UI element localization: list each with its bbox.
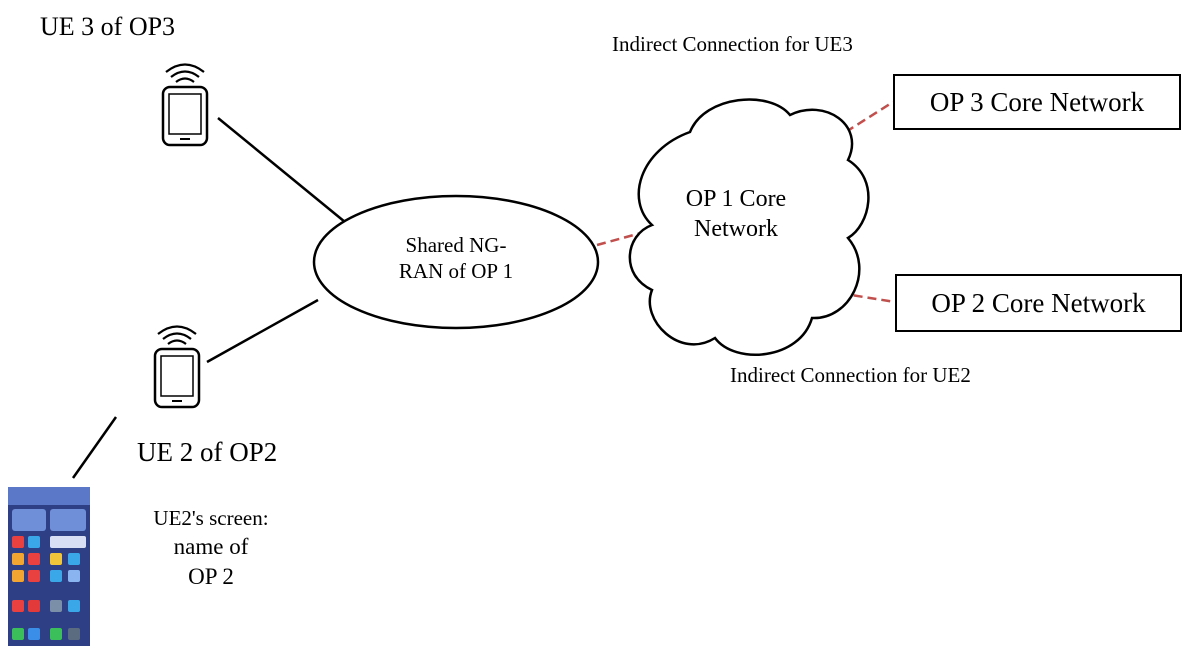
op1-core-network-label: OP 1 Core Network (676, 184, 796, 244)
shared-ran-line1: Shared NG- (405, 233, 507, 257)
indirect-connection-ue2-label: Indirect Connection for UE2 (730, 363, 971, 387)
screen-caption: UE2's screen: name of OP 2 (146, 505, 276, 592)
wifi-signal-icon (165, 63, 205, 83)
screen-caption-line1: UE2's screen: (153, 506, 269, 530)
cloud-icon (628, 98, 870, 356)
link-ue2-ran (206, 298, 319, 364)
op1-core-line1: OP 1 Core (685, 186, 787, 212)
ue3-label: UE 3 of OP3 (40, 12, 176, 41)
screen-caption-line2: name of (173, 534, 249, 560)
smartphone-screenshot (8, 487, 90, 646)
tablet-icon (161, 85, 209, 147)
wifi-signal-icon (157, 325, 197, 345)
indirect-connection-ue3-label: Indirect Connection for UE3 (612, 32, 853, 56)
shared-ran-label: Shared NG- RAN of OP 1 (376, 232, 536, 285)
op3-core-network-box: OP 3 Core Network (893, 74, 1181, 130)
tablet-icon (153, 347, 201, 409)
shared-ran-ellipse (312, 194, 600, 330)
link-ue3-ran (217, 117, 346, 223)
link-op1core-op2core (825, 289, 896, 304)
op3-core-network-label: OP 3 Core Network (929, 86, 1145, 117)
link-ue2-phone (71, 416, 118, 479)
op2-core-network-label: OP 2 Core Network (931, 287, 1146, 318)
op1-core-line2: Network (694, 216, 778, 242)
screen-caption-line3: OP 2 (188, 564, 234, 590)
ue2-label: UE 2 of OP2 (137, 437, 278, 467)
op2-core-network-box: OP 2 Core Network (895, 274, 1182, 332)
shared-ran-line2: RAN of OP 1 (398, 259, 514, 284)
